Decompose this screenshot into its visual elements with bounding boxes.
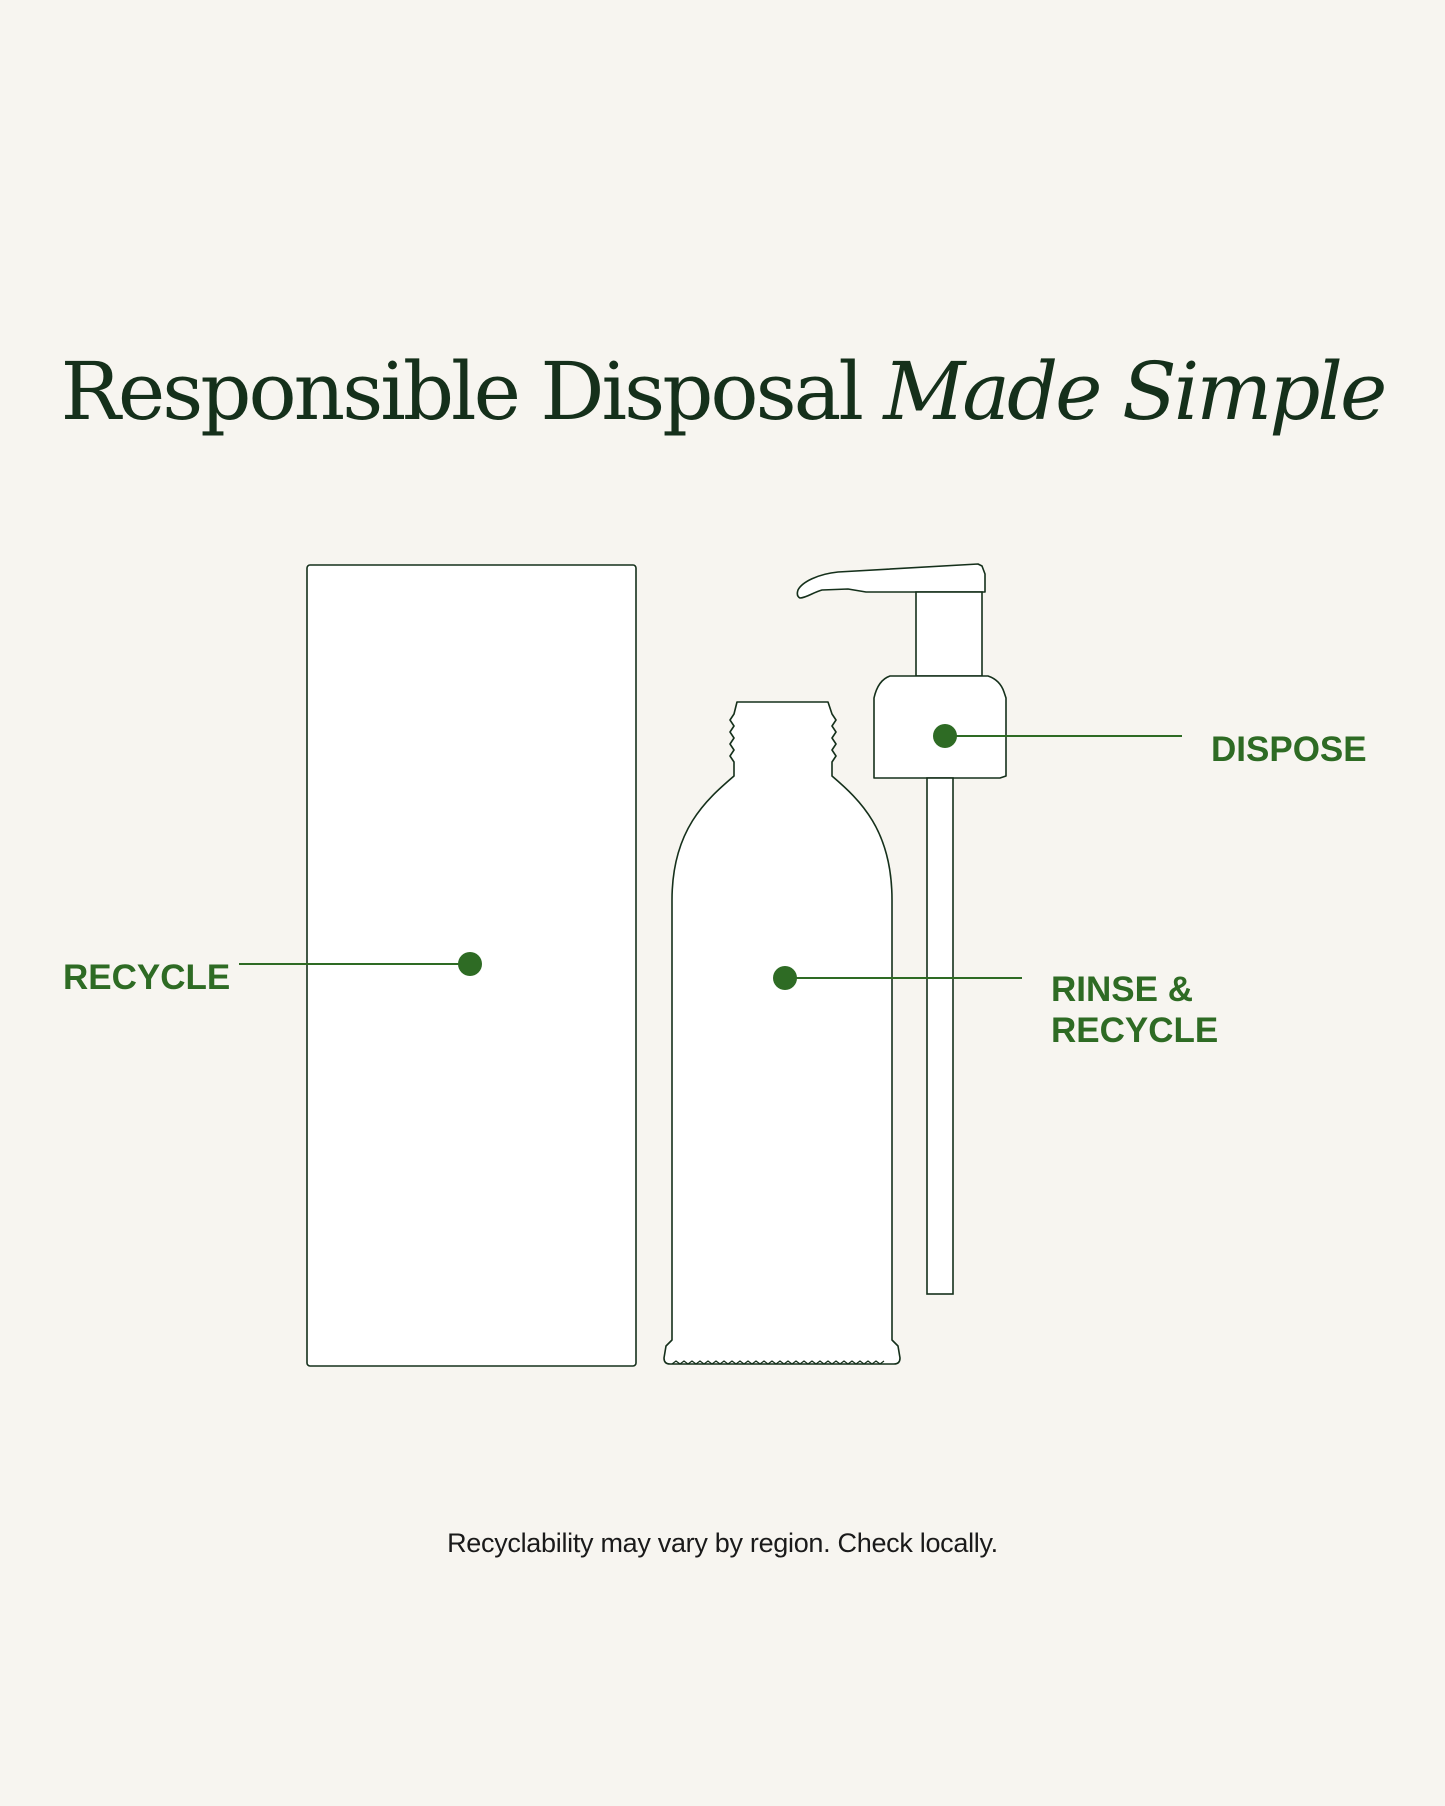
title-italic: Made Simple [883, 345, 1387, 438]
page-title: Responsible Disposal Made Simple [0, 352, 1445, 432]
rinse-label-line1: RINSE & [1051, 970, 1193, 1009]
dispose-marker-dot [933, 724, 957, 748]
pump-dip-tube [926, 777, 954, 1295]
title-regular: Responsible Disposal [60, 345, 864, 438]
rinse-marker-dot [773, 966, 797, 990]
pump-stem-upper [915, 591, 983, 677]
rinse-label-line2: RECYCLE [1051, 1011, 1218, 1050]
footnote: Recyclability may vary by region. Check … [447, 1528, 998, 1558]
pump-outline [796, 563, 986, 599]
recycle-marker-dot [458, 952, 482, 976]
bottle-base-texture [671, 1360, 885, 1365]
dispose-label: DISPOSE [1211, 730, 1367, 769]
bottle-outline [663, 701, 901, 1365]
recycle-label: RECYCLE [63, 958, 230, 997]
